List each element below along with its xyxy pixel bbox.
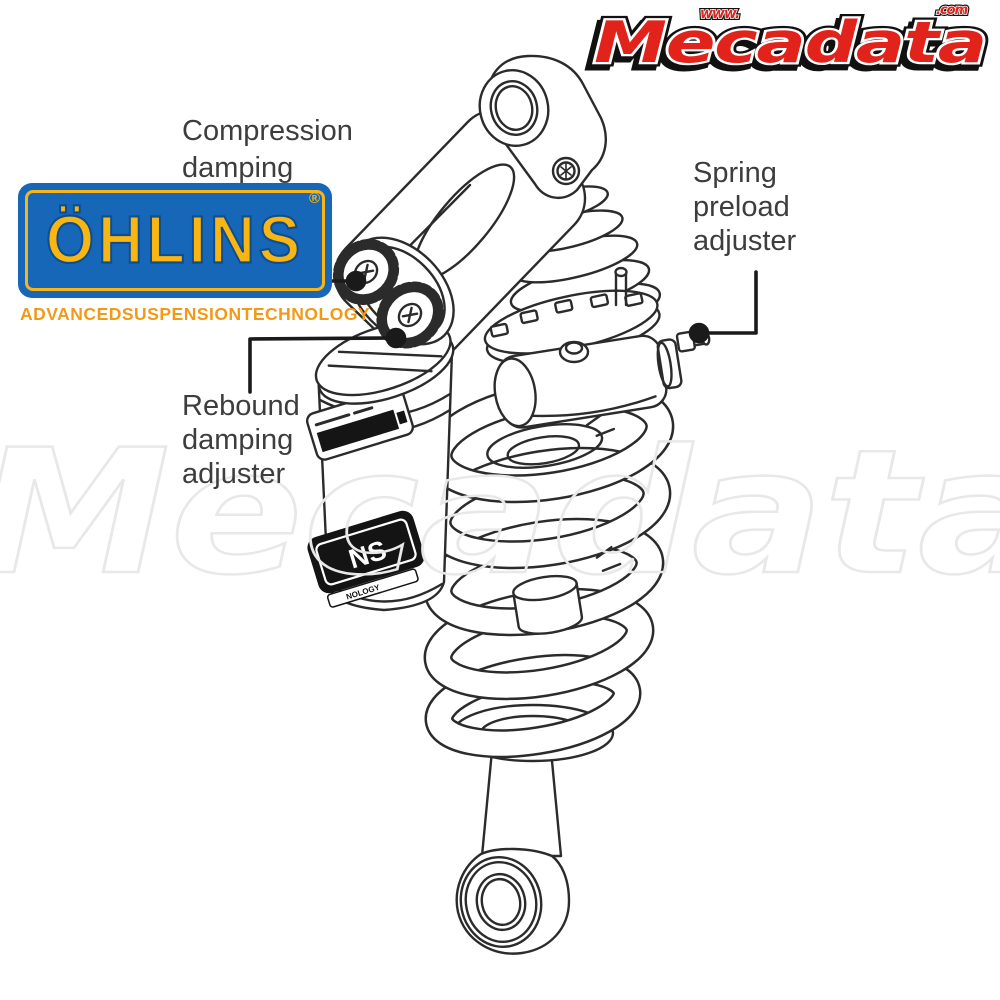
label-line: damping — [182, 424, 294, 456]
spring-top-seat — [483, 289, 661, 365]
ohlins-tagline: ADVANCED SUSPENSION TECHNOLOGY — [20, 304, 370, 325]
tagline-word: ADVANCED — [20, 304, 122, 324]
ohlins-logo-border — [25, 190, 325, 291]
www-prefix: www. — [700, 6, 739, 22]
leader-dot-compression — [345, 270, 367, 292]
com-suffix: .com — [936, 3, 968, 18]
mecadata-site-logo: Mecadata Mecadata Mecadata Mecadata www.… — [586, 1, 992, 80]
leader-line-spring-preload — [700, 270, 758, 335]
label-line: Rebound — [182, 390, 300, 422]
label-spring-preload-adjuster: Spring preload adjuster — [693, 156, 796, 258]
spring-inner-detail-mid — [512, 545, 622, 635]
top-eye-mount — [478, 54, 607, 199]
ohlins-logo-text: ÖHLINS — [45, 202, 305, 278]
label-line: preload — [693, 191, 790, 223]
ohlins-logo: ÖHLINS ® — [18, 183, 332, 298]
tagline-word: SUSPENSION — [121, 304, 242, 324]
top-eye-bushing — [478, 69, 550, 147]
label-compression-damping: Compression damping — [182, 113, 353, 187]
mecadata-logo-outline: Mecadata — [594, 10, 986, 76]
www-prefix-outline: www. — [700, 6, 739, 22]
leader-line-rebound — [248, 336, 395, 394]
coil-spring — [422, 378, 675, 763]
label-line: damping — [182, 152, 294, 184]
tagline-word: TECHNOLOGY — [241, 304, 371, 324]
shock-shaft-and-bottom-eye — [455, 738, 571, 955]
label-line: adjuster — [693, 225, 797, 257]
registered-trademark-symbol: ® — [308, 190, 320, 207]
mecadata-logo-white: Mecadata — [594, 10, 986, 76]
rebound-adjuster-knob-lower — [376, 281, 444, 349]
label-line: Compression — [182, 115, 353, 147]
preload-bleed-screw — [558, 340, 590, 364]
leader-lines — [248, 270, 758, 394]
adjuster-head — [314, 236, 455, 405]
mecadata-logo-red-text: Mecadata — [594, 10, 986, 76]
reservoir: NS NOLOGY — [305, 350, 454, 612]
label-rebound-damping-adjuster: Rebound damping adjuster — [182, 389, 300, 491]
com-suffix-outline: .com — [936, 3, 968, 18]
spring-preload-adjuster-body — [493, 330, 711, 429]
label-line: adjuster — [182, 458, 286, 490]
label-line: Spring — [693, 157, 777, 189]
leader-dot-rebound — [385, 327, 407, 349]
bottom-eye-bushing — [459, 856, 543, 948]
reservoir-label-sticker — [305, 387, 415, 461]
mecadata-logo-shadow: Mecadata — [590, 14, 982, 80]
bleed-pin — [614, 266, 628, 307]
leader-dot-spring-preload — [688, 322, 710, 344]
reservoir-ohlins-sticker: NS NOLOGY — [307, 510, 425, 608]
